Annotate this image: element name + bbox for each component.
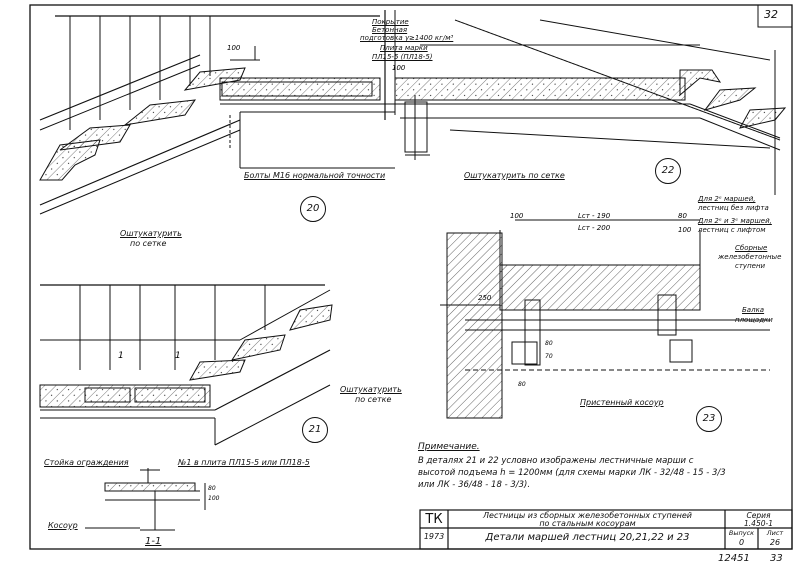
d21-section-mark-right: 1	[175, 351, 181, 361]
s11-dim-80: 80	[208, 485, 216, 492]
d20-plaster-label-1: Оштукатурить	[120, 229, 182, 238]
note-line-2: высотой подъема h = 1200мм (для схемы ма…	[418, 468, 726, 478]
d20-bolts-label: Болты М16 нормальной точности	[244, 171, 386, 180]
tb-series-value: 1.450-1	[744, 519, 773, 528]
tb-year: 1973	[423, 532, 445, 541]
detail-21-marker: 21	[302, 417, 328, 443]
tb-issue-value: 0	[738, 538, 745, 547]
d23-beam-2: площадки	[735, 316, 773, 324]
d23-dim-100b: 100	[678, 226, 692, 234]
detail-23-marker: 23	[696, 406, 722, 432]
d23-dim-80h: 80	[518, 381, 526, 388]
d23-steps-2: железобетонные	[718, 253, 782, 261]
sheet-number-box	[757, 4, 793, 28]
d23-note-2-2: лестниц без лифта	[698, 204, 769, 212]
s11-railing-label: Стойка ограждения	[44, 458, 129, 467]
tb-code: ТК	[425, 512, 443, 527]
d23-dim-80: 80	[678, 212, 687, 220]
detail-21-drawing	[39, 284, 333, 446]
detail-22-marker: 22	[655, 158, 681, 184]
sheet-number: 32	[764, 8, 778, 21]
note-line-1: В деталях 21 и 22 условно изображены лес…	[418, 456, 694, 466]
d23-stringer-label: Пристенный косоур	[580, 398, 664, 407]
detail-20-marker: 20	[300, 196, 326, 222]
d23-beam-1: Балка	[742, 306, 765, 314]
s11-title: 1-1	[145, 536, 162, 547]
d22-layer-slab: Плита марки	[380, 44, 428, 52]
d22-layer-prep: подготовка γ≥1400 кг/м³	[360, 34, 454, 42]
d23-note-23-1: Для 2ᵉ и 3ᵉ маршей,	[698, 217, 772, 225]
d22-plaster-label: Оштукатурить по сетке	[464, 171, 565, 180]
d22-layer-concrete: Бетонная	[372, 26, 408, 34]
d21-plaster-label-1: Оштукатурить	[340, 385, 402, 394]
d23-dim-lst190: Lст - 190	[578, 212, 611, 220]
d23-steps-1: Сборные	[735, 244, 768, 252]
footer-page: 33	[770, 553, 783, 564]
tb-issue-label: Выпуск	[728, 529, 755, 537]
d20-plaster-label-2: по сетке	[130, 239, 167, 248]
d23-dim-70: 70	[545, 353, 553, 360]
tb-sheet-value: 26	[769, 538, 781, 547]
detail-23-drawing	[440, 219, 770, 419]
tb-series-label: Серия	[746, 511, 771, 520]
title-block-lines	[419, 509, 793, 550]
s11-slab-label: №1 в плита ПЛ15-5 или ПЛ18-5	[178, 458, 310, 467]
sheet-frame	[29, 4, 793, 550]
d23-dim-80v: 80	[545, 340, 553, 347]
footer-inventory: 12451	[718, 553, 750, 564]
d23-steps-3: ступени	[735, 262, 766, 270]
d23-note-23-2: лестниц с лифтом	[698, 226, 766, 234]
d23-dim-lst200: Lст - 200	[578, 224, 611, 232]
tb-description-1: Лестницы из сборных железобетонных ступе…	[483, 511, 692, 520]
d21-section-mark-left: 1	[118, 351, 124, 361]
detail-20-drawing	[39, 15, 395, 215]
tb-sheet-label: Лист	[766, 529, 784, 537]
d23-note-2-1: Для 2ᵉ маршей,	[698, 195, 756, 203]
note-line-3: или ЛК - 36/48 - 18 - 3/3).	[418, 480, 531, 490]
d23-dim-100: 100	[510, 212, 524, 220]
tb-title: Детали маршей лестниц 20,21,22 и 23	[485, 532, 690, 543]
d20-dim-100: 100	[227, 44, 241, 52]
d22-layer-slab-mark: ПЛ15-5 (ПЛ18-5)	[372, 53, 433, 61]
d23-dim-250: 250	[478, 294, 492, 302]
d22-layer-covering: Покрытие	[372, 18, 409, 26]
section-1-1-drawing	[85, 468, 206, 531]
detail-22-drawing	[384, 10, 787, 195]
s11-stringer-label: Косоур	[48, 521, 78, 530]
note-title: Примечание.	[418, 442, 480, 452]
d21-plaster-label-2: по сетке	[355, 395, 392, 404]
tb-description-2: по стальным косоурам	[539, 519, 636, 528]
d22-dim-100: 100	[392, 64, 406, 72]
s11-dim-100: 100	[208, 495, 220, 502]
